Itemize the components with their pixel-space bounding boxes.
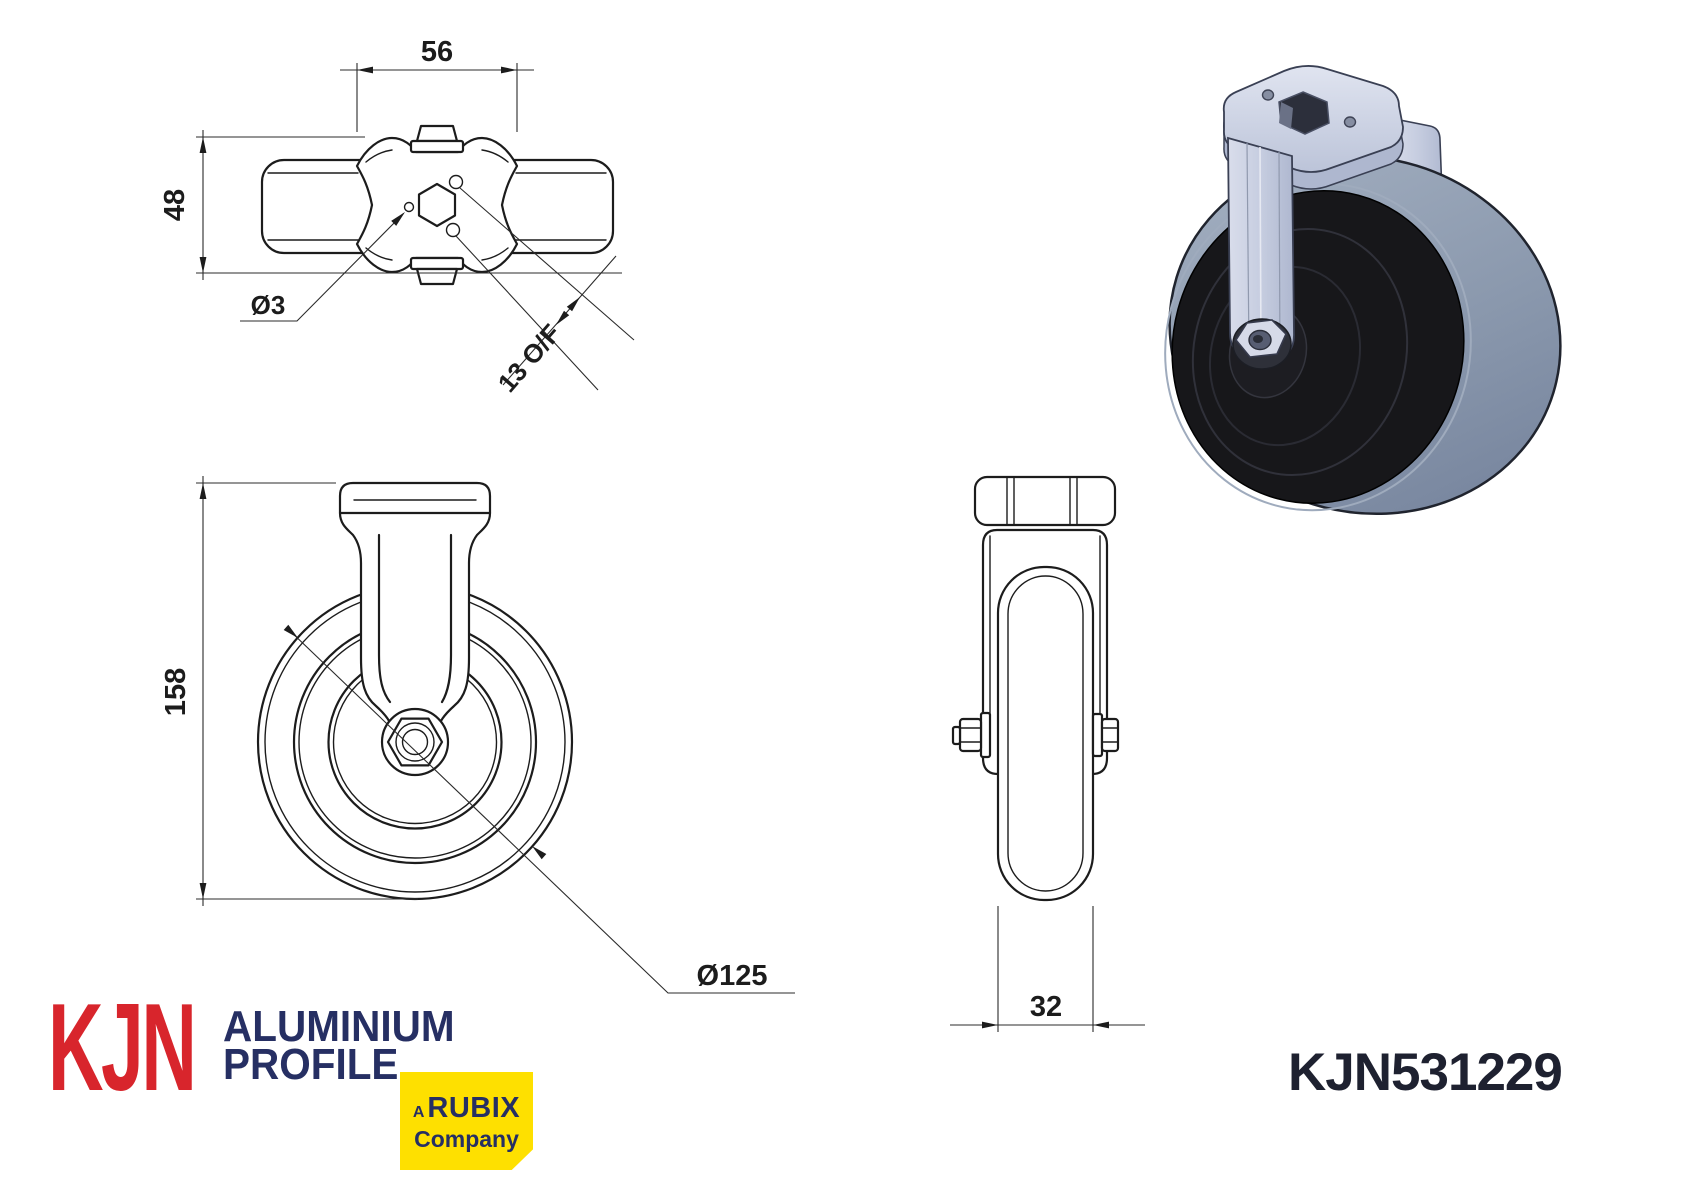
top-view-width-dimension: 56 [340, 36, 534, 132]
render-tire-shoulder [1164, 182, 1472, 512]
kjn-logo-text: KJN [48, 979, 197, 1117]
front-view-drawing: 158 Ø125 [160, 476, 795, 994]
kjn-logo-line2: PROFILE [223, 1039, 399, 1089]
top-view-height-dim-label: 48 [159, 189, 191, 221]
front-view-fork [338, 481, 492, 733]
kjn-logo-line1: ALUMINIUM [223, 1002, 455, 1051]
kjn-logo-wordmark: ALUMINIUM PROFILE [223, 1002, 475, 1089]
top-view-hex-dim-label: 13 O/F [492, 318, 567, 398]
side-view-width-dim-label: 32 [1030, 991, 1062, 1023]
top-view-height-dimension: 48 [159, 130, 622, 280]
top-view-hole-dim-label: Ø3 [251, 290, 286, 320]
render-hex-socket-wall [1279, 102, 1293, 129]
kjn-logo: KJN ALUMINIUM PROFILE [48, 979, 455, 1117]
rubix-badge-prefix: A [412, 1103, 425, 1121]
render-hub-ring-mid [1208, 265, 1362, 447]
top-view-bracket [355, 124, 519, 286]
render-axle-centre [1253, 335, 1263, 343]
side-view-wheel [996, 565, 1095, 902]
rubix-badge-brand: RUBIX [427, 1091, 521, 1124]
render-leg-edge-line2 [1278, 151, 1281, 357]
front-view-diameter-dim-label: Ø125 [697, 960, 768, 992]
top-view-drawing: 56 48 Ø3 13 O/F [159, 36, 635, 398]
render-hub-ring-outer [1191, 227, 1409, 477]
render-plate-hole-left [1261, 89, 1275, 101]
side-view-width-dimension: 32 [950, 906, 1145, 1032]
render-leg-edge-line [1246, 142, 1250, 356]
part-number: KJN531229 [1288, 1043, 1563, 1102]
rubix-badge-brand-row: A RUBIX [413, 1092, 520, 1125]
top-view-hole-dimension: Ø3 [240, 212, 405, 322]
render-3d [1164, 65, 1562, 516]
render-plate-hole-right [1343, 116, 1357, 128]
top-view-width-dim-label: 56 [421, 36, 453, 68]
front-view-height-dim-label: 158 [160, 668, 192, 716]
side-view-drawing: 32 [950, 475, 1145, 1032]
side-view-axle-bolt [951, 711, 1120, 759]
rubix-badge: A RUBIX Company [400, 1072, 533, 1170]
front-view-height-dimension: 158 [160, 476, 418, 906]
rubix-badge-suffix: Company [414, 1125, 519, 1152]
front-view-diameter-dimension: Ø125 [283, 624, 795, 994]
front-view-hub [380, 707, 450, 777]
